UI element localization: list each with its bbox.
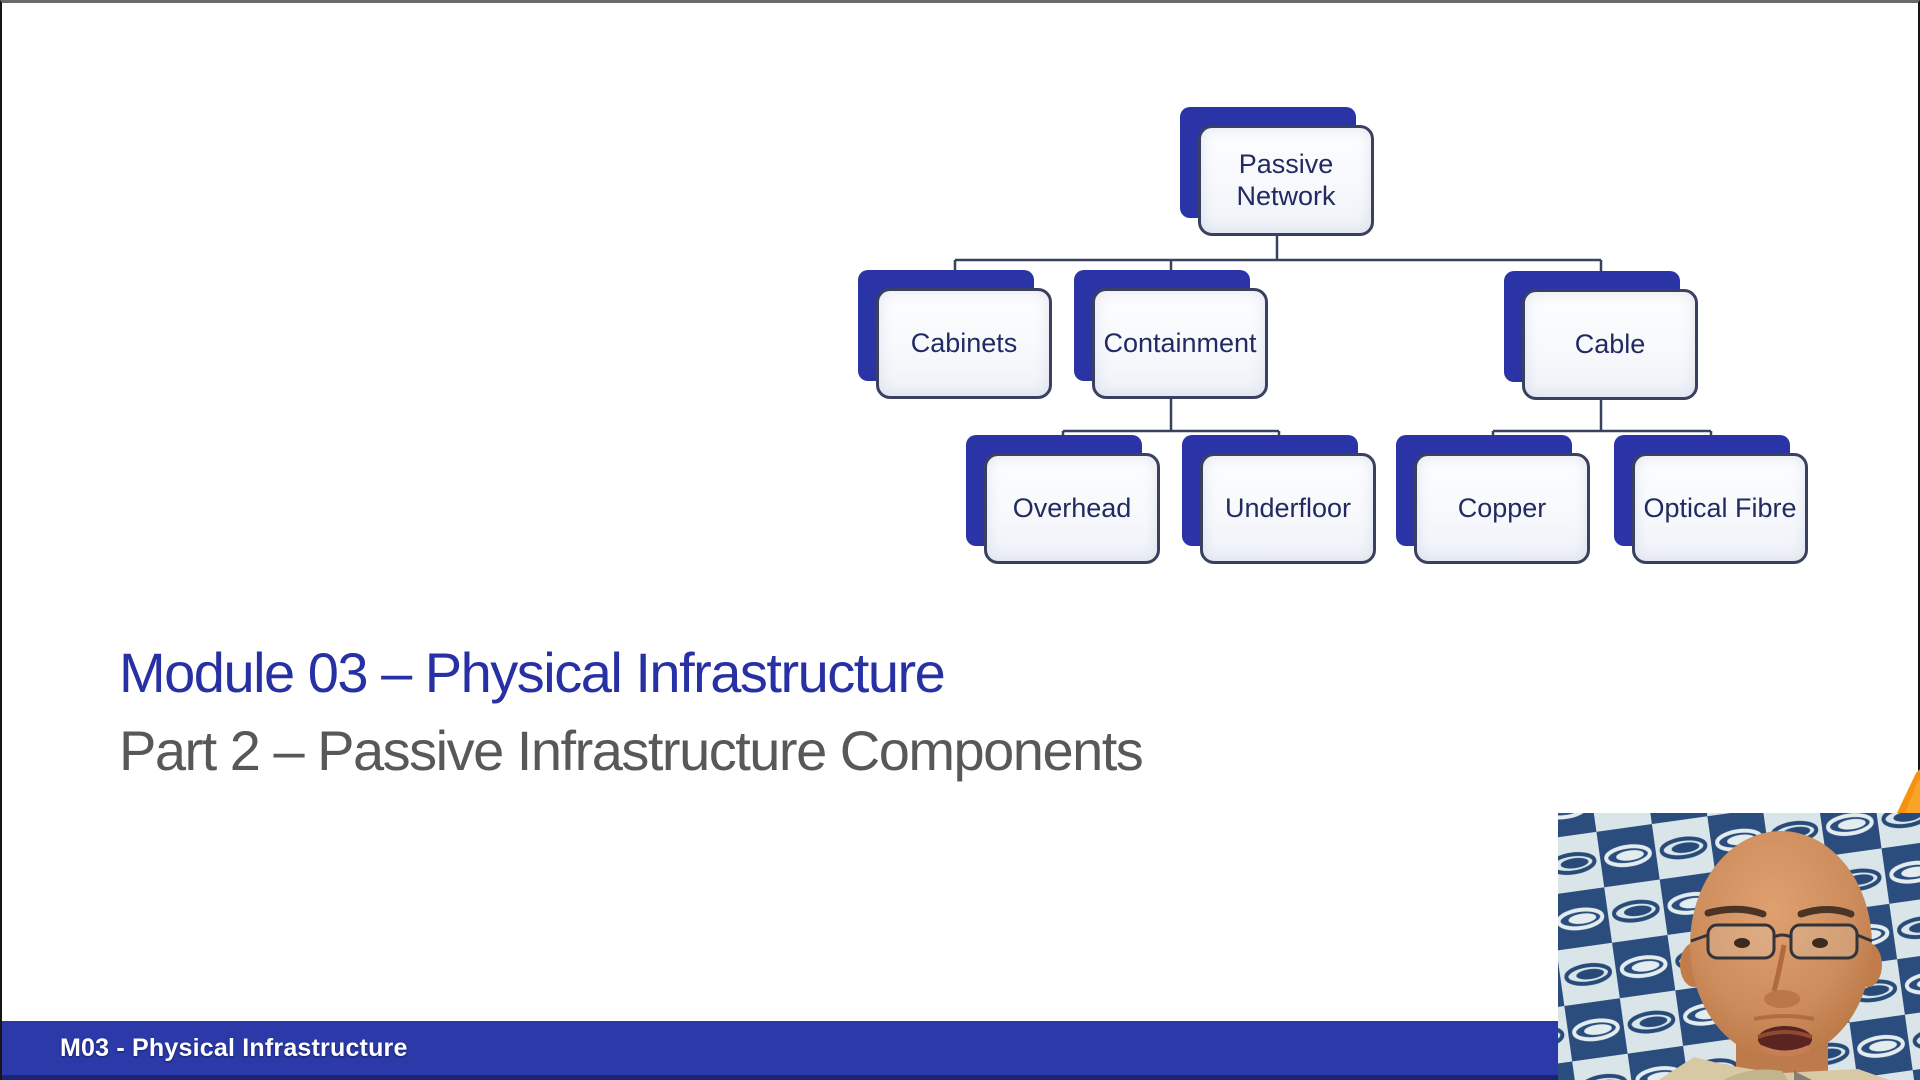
node-label: Overhead bbox=[984, 453, 1160, 564]
diagram-node-passive-network: Passive Network bbox=[1180, 107, 1374, 236]
diagram-node-cable: Cable bbox=[1504, 271, 1698, 400]
footer-accent-strip bbox=[2, 1075, 1920, 1080]
node-label: Underfloor bbox=[1200, 453, 1376, 564]
slide-title: Module 03 – Physical Infrastructure bbox=[119, 641, 946, 704]
diagram-connectors bbox=[953, 236, 1713, 437]
diagram-node-underfloor: Underfloor bbox=[1182, 435, 1376, 564]
diagram-node-containment: Containment bbox=[1074, 270, 1268, 399]
slide-subtitle: Part 2 – Passive Infrastructure Componen… bbox=[119, 719, 1144, 782]
webcam-overlay bbox=[1558, 813, 1920, 1080]
node-label: Cable bbox=[1522, 289, 1698, 400]
presenter-shirt bbox=[1658, 1057, 1890, 1080]
orange-accent-wedge bbox=[1896, 769, 1920, 815]
node-label: Cabinets bbox=[876, 288, 1052, 399]
node-label: Containment bbox=[1092, 288, 1268, 399]
diagram-node-copper: Copper bbox=[1396, 435, 1590, 564]
presenter-head bbox=[1680, 831, 1882, 1080]
presenter-video bbox=[1558, 813, 1920, 1080]
node-label: Passive Network bbox=[1198, 125, 1374, 236]
diagram-node-overhead: Overhead bbox=[966, 435, 1160, 564]
diagram-node-cabinets: Cabinets bbox=[858, 270, 1052, 399]
footer-label: M03 - Physical Infrastructure bbox=[60, 1033, 408, 1062]
node-label: Copper bbox=[1414, 453, 1590, 564]
node-label: Optical Fibre bbox=[1632, 453, 1808, 564]
diagram-node-optical-fibre: Optical Fibre bbox=[1614, 435, 1808, 564]
